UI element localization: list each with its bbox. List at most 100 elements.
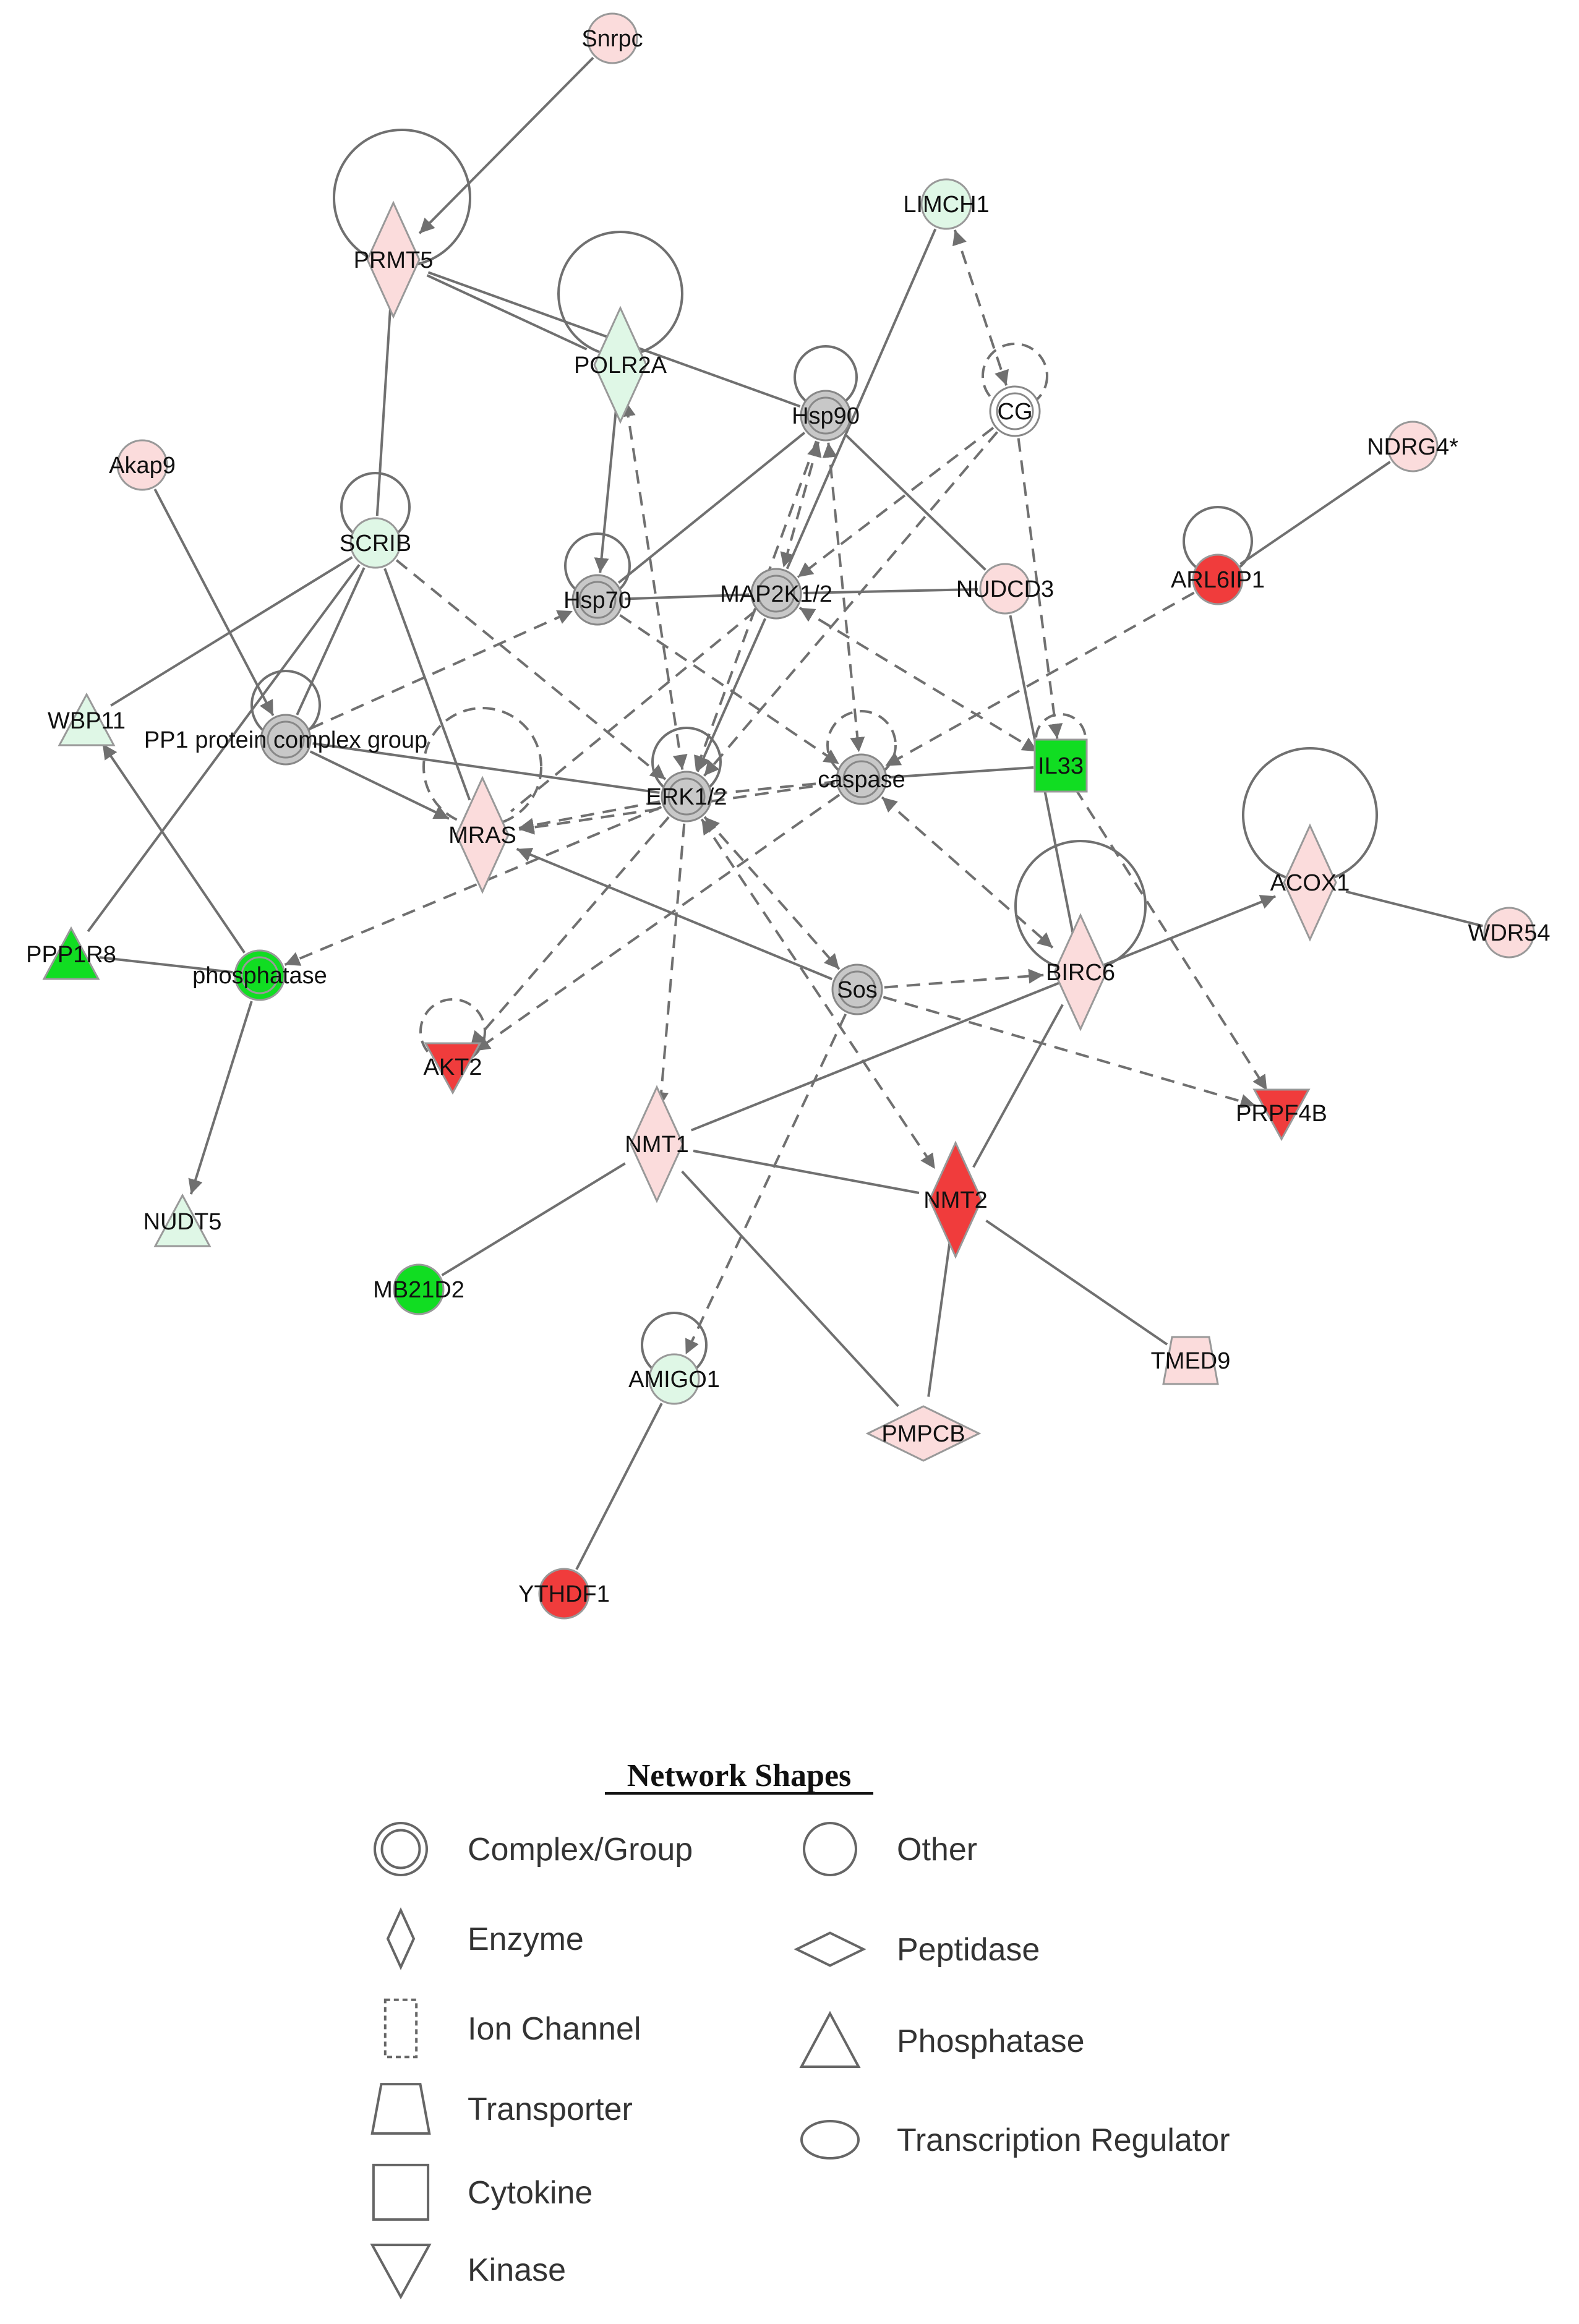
- node-hsp90[interactable]: Hsp90: [792, 390, 860, 442]
- node-hsp70[interactable]: Hsp70: [563, 574, 631, 626]
- node-nudt5[interactable]: NUDT5: [143, 1193, 222, 1247]
- legend-item-square: Cytokine: [372, 2163, 593, 2221]
- node-acox1[interactable]: ACOX1: [1270, 823, 1350, 942]
- node-shape-birc6: [1053, 913, 1108, 1032]
- node-label-hsp90: Hsp90: [792, 403, 860, 429]
- self-loop-caspase: [826, 710, 897, 780]
- node-ndrg4[interactable]: NDRG4*: [1367, 421, 1458, 472]
- edge-sos-birc6: [884, 968, 1044, 989]
- node-nmt1[interactable]: NMT1: [625, 1085, 689, 1203]
- edge-map2k12-nudcd3: [803, 587, 978, 595]
- edge-erk12-mras: [518, 800, 661, 833]
- edge-pp1-erk12: [312, 742, 660, 794]
- edge-scrib-wbp11: [110, 556, 353, 707]
- node-label-amigo1: AMIGO1: [628, 1367, 720, 1393]
- edge-cg-il33: [1017, 438, 1063, 739]
- edge-pp1-hsp70: [310, 610, 573, 730]
- legend-icon-triangle: [799, 2010, 861, 2068]
- edge-scrib-mras: [383, 568, 471, 801]
- edge-nmt2-pmpcb: [927, 1236, 952, 1397]
- edge-erk12-nmt1: [654, 823, 686, 1108]
- node-label-pp1: PP1 protein complex group: [144, 727, 427, 753]
- self-loops-layer: [250, 129, 1378, 1378]
- node-label-erk12: ERK1/2: [646, 784, 727, 810]
- node-amigo1[interactable]: AMIGO1: [628, 1353, 720, 1405]
- legend-item-ellipse: Transcription Regulator: [800, 2120, 1230, 2160]
- node-tmed9[interactable]: TMED9: [1151, 1336, 1231, 1385]
- node-mras[interactable]: MRAS: [448, 775, 516, 894]
- edge-nmt1-acox1: [690, 895, 1277, 1132]
- node-ppp1r8[interactable]: PPP1R8: [26, 926, 116, 980]
- node-label-limch1: LIMCH1: [903, 192, 989, 218]
- edge-scrib-pp1: [296, 567, 366, 716]
- node-erk12[interactable]: ERK1/2: [646, 771, 727, 822]
- node-shape-limch1: [920, 178, 972, 230]
- node-label-birc6: BIRC6: [1046, 960, 1115, 986]
- node-caspase[interactable]: caspase: [818, 753, 905, 805]
- node-snrpc[interactable]: Snrpc: [581, 12, 643, 64]
- edge-polr2a-hsp70: [594, 401, 618, 573]
- node-nudcd3[interactable]: NUDCD3: [956, 563, 1054, 615]
- edge-birc6-nmt2: [972, 1004, 1064, 1168]
- node-prpf4b[interactable]: PRPF4B: [1236, 1088, 1327, 1142]
- node-label-ppp1r8: PPP1R8: [26, 942, 116, 968]
- edge-prmt5-polr2a: [426, 274, 588, 351]
- edge-hsp90-map2k12: [780, 441, 822, 568]
- legend-icon-ionchannel: [383, 1998, 418, 2059]
- node-shape-nudcd3: [979, 563, 1031, 615]
- node-mb21d2[interactable]: MB21D2: [373, 1263, 464, 1315]
- node-shape-nmt1: [630, 1085, 684, 1203]
- node-phosphatase[interactable]: phosphatase: [192, 949, 327, 1001]
- edge-limch1-cg: [952, 229, 1009, 386]
- node-shape-amigo1: [648, 1353, 700, 1405]
- node-polr2a[interactable]: POLR2A: [574, 305, 667, 424]
- node-wdr54[interactable]: WDR54: [1468, 907, 1551, 959]
- node-shape-sos: [831, 963, 883, 1015]
- node-label-acox1: ACOX1: [1270, 870, 1350, 896]
- legend-icon-trapezoid: [370, 2083, 431, 2135]
- self-loop-mras: [422, 707, 542, 827]
- legend-item-invtriangle: Kinase: [370, 2244, 566, 2300]
- edge-hsp90-erk12: [694, 440, 818, 772]
- legend-item-triangle: Phosphatase: [799, 2010, 1085, 2068]
- legend-icon-ellipse: [800, 2120, 860, 2160]
- node-label-sos: Sos: [837, 977, 877, 1003]
- legend-item-diamond: Enzyme: [386, 1907, 584, 1970]
- node-shape-wbp11: [58, 692, 116, 746]
- edge-map2k12-erk12: [696, 618, 767, 772]
- edge-hsp70-caspase: [619, 614, 840, 765]
- node-shape-ythdf1: [538, 1568, 590, 1620]
- node-scrib[interactable]: SCRIB: [340, 517, 411, 569]
- node-map2k12[interactable]: MAP2K1/2: [720, 568, 832, 620]
- node-cg[interactable]: CG: [989, 385, 1041, 437]
- node-nmt2[interactable]: NMT2: [923, 1140, 988, 1259]
- edge-nmt1-pmpcb: [681, 1170, 899, 1408]
- node-label-ythdf1: YTHDF1: [518, 1581, 610, 1607]
- node-shape-ppp1r8: [42, 926, 100, 980]
- node-shape-prpf4b: [1252, 1088, 1311, 1142]
- legend-icon-circle: [803, 1822, 857, 1876]
- node-label-nmt2: NMT2: [923, 1187, 987, 1213]
- node-pmpcb[interactable]: PMPCB: [865, 1405, 982, 1462]
- node-pp1[interactable]: PP1 protein complex group: [144, 714, 427, 766]
- node-label-akt2: AKT2: [423, 1054, 482, 1080]
- node-sos[interactable]: Sos: [831, 963, 883, 1015]
- node-limch1[interactable]: LIMCH1: [903, 178, 990, 230]
- edge-map2k12-il33: [798, 607, 1038, 753]
- node-il33[interactable]: IL33: [1033, 738, 1088, 793]
- node-akt2[interactable]: AKT2: [423, 1042, 482, 1095]
- edge-snrpc-prmt5: [418, 56, 594, 234]
- node-wbp11[interactable]: WBP11: [48, 692, 126, 746]
- node-birc6[interactable]: BIRC6: [1046, 913, 1115, 1032]
- node-arl6ip1[interactable]: ARL6IP1: [1171, 553, 1265, 605]
- edge-sos-mras: [516, 847, 833, 981]
- node-shape-ndrg4: [1387, 421, 1439, 472]
- node-prmt5[interactable]: PRMT5: [354, 200, 434, 319]
- legend-label: Transcription Regulator: [897, 2122, 1230, 2158]
- node-akap9[interactable]: Akap9: [109, 439, 176, 491]
- node-ythdf1[interactable]: YTHDF1: [518, 1568, 610, 1620]
- edge-caspase-il33: [888, 766, 1034, 779]
- legend-label: Peptidase: [897, 1932, 1040, 1968]
